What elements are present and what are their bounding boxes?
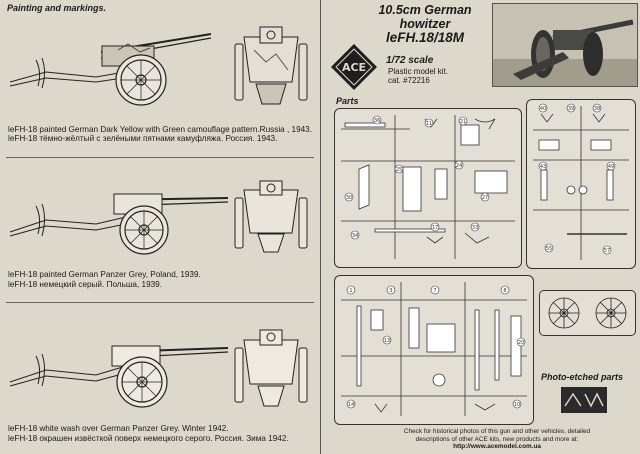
- variant-3-caption-en: leFH-18 white wash over German Panzer Gr…: [8, 424, 229, 433]
- svg-text:34: 34: [352, 233, 358, 239]
- footer-note: Check for historical photos of this gun …: [370, 428, 624, 451]
- howitzer-front-view-2: [234, 180, 308, 253]
- svg-text:17: 17: [432, 225, 438, 231]
- svg-text:43: 43: [540, 164, 546, 170]
- howitzer-side-view-1: [9, 33, 212, 106]
- svg-text:21: 21: [460, 119, 466, 125]
- photo-etched-heading: Photo-etched parts: [541, 372, 624, 382]
- logo-text: ACE: [342, 61, 366, 74]
- separator-2: [6, 302, 314, 303]
- svg-text:7: 7: [433, 288, 436, 294]
- svg-text:1: 1: [349, 288, 352, 294]
- variant-1-caption-ru: leFH-18 тёмно-жёлтый с зелёными пятнами …: [8, 134, 278, 143]
- wheel-2: [119, 205, 169, 255]
- svg-text:33: 33: [472, 225, 478, 231]
- wheel-1: [115, 54, 167, 106]
- svg-text:30: 30: [346, 195, 352, 201]
- svg-text:55: 55: [546, 246, 552, 252]
- svg-text:14: 14: [348, 402, 354, 408]
- sprue-c: 1 3 7 8 13 20 14 10: [334, 275, 534, 425]
- howitzer-side-view-3: [9, 345, 229, 408]
- howitzer-front-view-3: [234, 329, 308, 407]
- svg-text:11: 11: [426, 121, 432, 127]
- svg-text:10: 10: [514, 402, 520, 408]
- title-line-2: howitzer: [399, 17, 451, 31]
- kit-type: Plastic model kit.: [388, 67, 449, 76]
- svg-text:39: 39: [568, 106, 574, 112]
- variant-3-caption-ru: leFH-18 окрашен извёсткой поверх немецко…: [8, 434, 289, 443]
- page-divider: [320, 0, 321, 454]
- svg-text:13: 13: [384, 338, 390, 344]
- wheel-3: [116, 356, 168, 408]
- svg-text:20: 20: [518, 340, 524, 346]
- ace-logo: ACE: [331, 44, 377, 90]
- svg-text:36: 36: [374, 118, 380, 124]
- scale-label: 1/72 scale: [386, 55, 434, 66]
- photo-etched-fret: [539, 290, 636, 336]
- title-line-3: leFH.18/18M: [385, 30, 465, 45]
- footer-line-2: descriptions of other ACE kits, new prod…: [415, 435, 579, 443]
- separator-1: [6, 157, 314, 158]
- catalog-number: cat. #72216: [388, 76, 430, 85]
- svg-text:3: 3: [389, 288, 392, 294]
- svg-text:8: 8: [503, 288, 506, 294]
- svg-text:40: 40: [540, 106, 546, 112]
- kit-title: 10.5cm German howitzer leFH.18/18M: [362, 3, 488, 45]
- box-photo: [492, 3, 638, 87]
- parts-heading: Parts: [336, 96, 359, 106]
- kit-type-label: Plastic model kit. cat. #72216: [388, 67, 448, 85]
- footer-link[interactable]: http://www.acemodel.com.ua: [453, 443, 541, 451]
- title-line-1: 10.5cm German: [378, 3, 472, 17]
- sprue-b: 40 39 38 43 49 55 57: [526, 99, 636, 269]
- svg-text:38: 38: [594, 106, 600, 112]
- sprue-a: 36 11 21 25 24 27 34 17 33 30: [334, 108, 522, 268]
- painting-heading: Painting and markings.: [7, 3, 107, 13]
- variant-1-caption-en: leFH-18 painted German Dark Yellow with …: [8, 125, 313, 134]
- howitzer-side-view-2: [9, 193, 229, 255]
- svg-text:24: 24: [456, 163, 462, 169]
- decal-icon: [561, 387, 607, 413]
- svg-text:57: 57: [604, 248, 610, 254]
- svg-text:27: 27: [482, 195, 488, 201]
- variant-2-caption-ru: leFH-18 немецкий серый. Польша, 1939.: [8, 280, 163, 289]
- variant-2-caption-en: leFH-18 painted German Panzer Grey, Pola…: [8, 270, 201, 279]
- footer-line-1: Check for historical photos of this gun …: [403, 428, 591, 435]
- svg-text:25: 25: [396, 167, 402, 173]
- howitzer-front-view-1: [234, 26, 308, 105]
- svg-text:49: 49: [608, 164, 614, 170]
